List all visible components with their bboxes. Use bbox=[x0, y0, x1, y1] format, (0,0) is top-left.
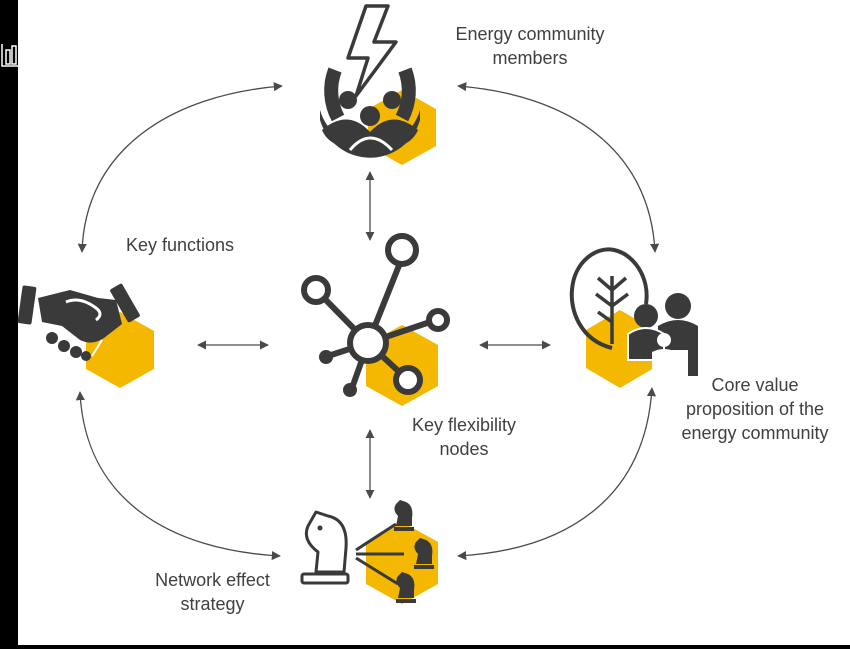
handshake-icon bbox=[17, 283, 154, 388]
tree-family-icon bbox=[569, 247, 698, 388]
chess-knight-icon bbox=[300, 500, 438, 604]
arrow-members-functions bbox=[77, 82, 283, 253]
lightning-people-icon bbox=[320, 4, 436, 165]
label-key-flexibility-nodes: Key flexibility nodes bbox=[411, 415, 517, 459]
network-nodes-icon bbox=[301, 233, 450, 406]
arrow-members-value bbox=[457, 82, 660, 253]
arrow-functions-network bbox=[75, 391, 281, 561]
label-core-value-proposition: Core value proposition of the energy com… bbox=[681, 375, 829, 443]
connectors bbox=[75, 82, 660, 561]
label-key-functions: Key functions bbox=[125, 235, 235, 255]
label-network-effect-strategy: Network effect strategy bbox=[155, 570, 270, 614]
left-edge-strip bbox=[0, 0, 18, 649]
chart-fragment-icon bbox=[1, 44, 20, 67]
arrow-value-network bbox=[457, 387, 657, 561]
label-energy-community-members: Energy community members bbox=[455, 24, 605, 68]
